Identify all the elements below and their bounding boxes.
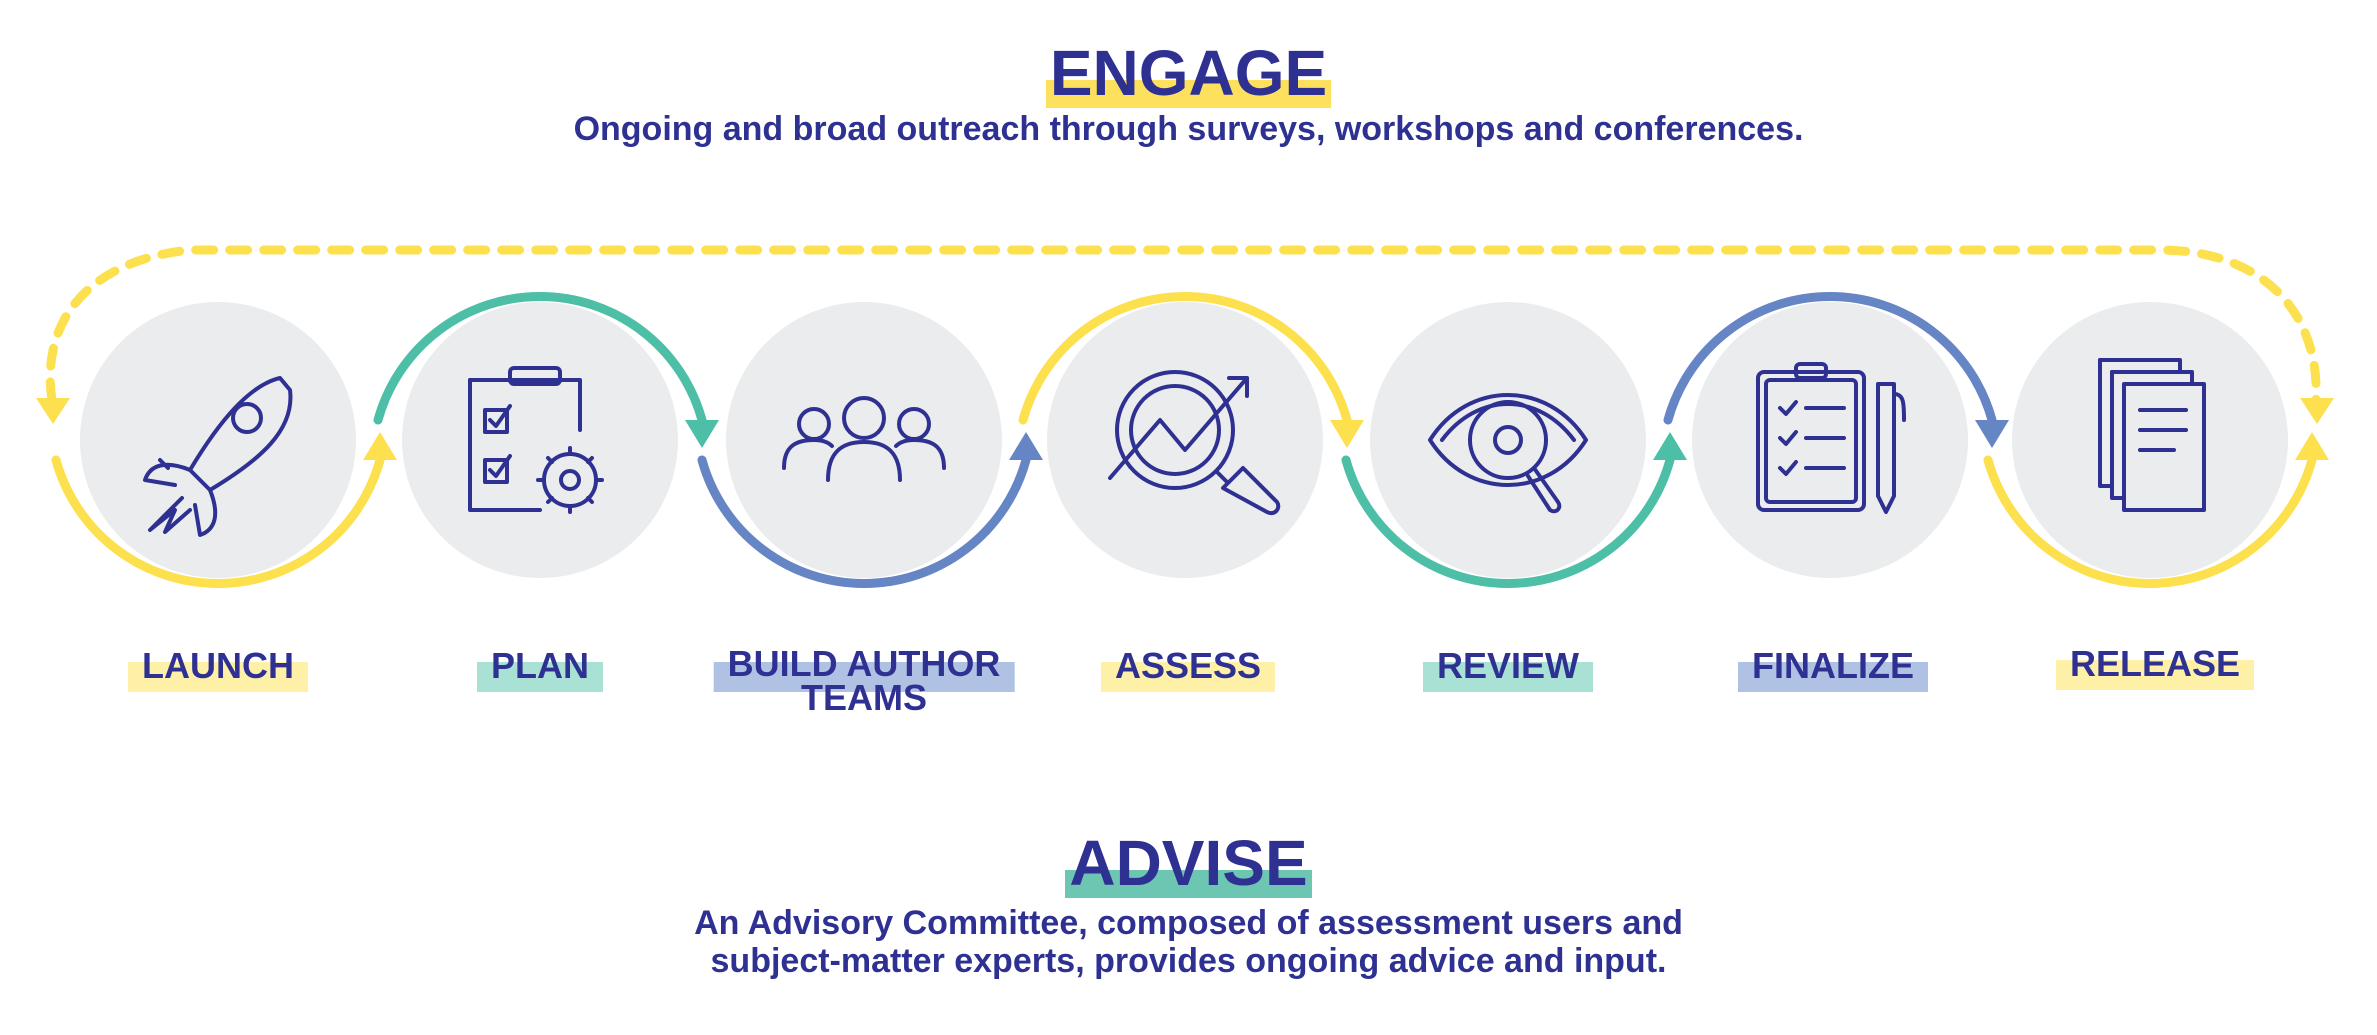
step-circle bbox=[1370, 302, 1646, 578]
label-highlight bbox=[128, 662, 308, 692]
loop-arrow-left bbox=[36, 398, 70, 424]
step-label: FINALIZE bbox=[1752, 645, 1914, 686]
step-build-author-teams: BUILD AUTHOR TEAMS bbox=[713, 643, 1015, 718]
step-circle bbox=[2012, 302, 2288, 578]
label-highlight bbox=[1100, 662, 1276, 692]
connector-arc bbox=[1663, 292, 1997, 425]
step-label-line2: TEAMS bbox=[800, 677, 927, 718]
label-highlight bbox=[1422, 662, 1594, 692]
step-label: RELEASE bbox=[2069, 643, 2241, 684]
step-assess: ASSESS bbox=[1100, 645, 1276, 692]
step-label-line1: BUILD AUTHOR bbox=[727, 643, 1001, 684]
connector-arrowhead bbox=[685, 420, 719, 448]
connector-arrowhead bbox=[363, 432, 397, 460]
rocket-icon bbox=[143, 376, 293, 537]
connector-arc bbox=[51, 455, 385, 588]
advise-title: ADVISE bbox=[1069, 827, 1308, 899]
step-label: PLAN bbox=[491, 645, 589, 686]
engage-subtitle: Ongoing and broad outreach through surve… bbox=[573, 110, 1804, 148]
step-label: LAUNCH bbox=[142, 645, 294, 686]
step-circle bbox=[80, 302, 356, 578]
label-highlight bbox=[477, 662, 603, 692]
connector-arrowhead bbox=[2295, 432, 2329, 460]
connector-arc bbox=[697, 455, 1031, 588]
step-review: REVIEW bbox=[1422, 645, 1594, 692]
people-group-icon bbox=[782, 396, 946, 482]
connector-arrowhead bbox=[1009, 432, 1043, 460]
magnifier-chart-icon bbox=[1108, 370, 1281, 515]
step-plan: PLAN bbox=[477, 645, 603, 692]
connector-arc bbox=[1341, 455, 1675, 588]
eye-magnifier-icon bbox=[1428, 393, 1588, 514]
step-finalize: FINALIZE bbox=[1738, 645, 1928, 692]
connector-arc bbox=[373, 292, 707, 425]
step-release: RELEASE bbox=[2055, 643, 2255, 690]
step-circle bbox=[1047, 302, 1323, 578]
label-highlight bbox=[2055, 660, 2255, 690]
advise-section: ADVISE An Advisory Committee, composed o… bbox=[0, 826, 2377, 980]
documents-icon bbox=[2098, 358, 2206, 512]
label-highlight bbox=[1738, 662, 1928, 692]
step-circle bbox=[402, 302, 678, 578]
step-launch: LAUNCH bbox=[128, 645, 308, 692]
connector-arrowhead bbox=[1653, 432, 1687, 460]
connector-arc bbox=[1018, 292, 1352, 425]
engage-title-highlight bbox=[1045, 80, 1332, 108]
engage-feedback-loop bbox=[45, 245, 2321, 405]
engage-title: ENGAGE bbox=[1049, 37, 1328, 109]
checklist-pen-icon bbox=[1756, 362, 1906, 514]
advise-subtitle-line1: An Advisory Committee, composed of asses… bbox=[694, 904, 1683, 942]
connector-arrowhead bbox=[1975, 420, 2009, 448]
step-label: REVIEW bbox=[1436, 645, 1580, 686]
clipboard-gear-icon bbox=[468, 366, 604, 514]
advise-title-highlight bbox=[1065, 870, 1312, 898]
loop-arrow-right bbox=[2300, 398, 2334, 424]
engage-section: ENGAGE Ongoing and broad outreach throug… bbox=[0, 36, 2377, 148]
advise-subtitle-line2: subject-matter experts, provides ongoing… bbox=[710, 942, 1667, 980]
connector-arc bbox=[1983, 455, 2317, 588]
label-highlight bbox=[713, 662, 1015, 692]
connector-arrowhead bbox=[1330, 420, 1364, 448]
step-label: ASSESS bbox=[1114, 645, 1262, 686]
